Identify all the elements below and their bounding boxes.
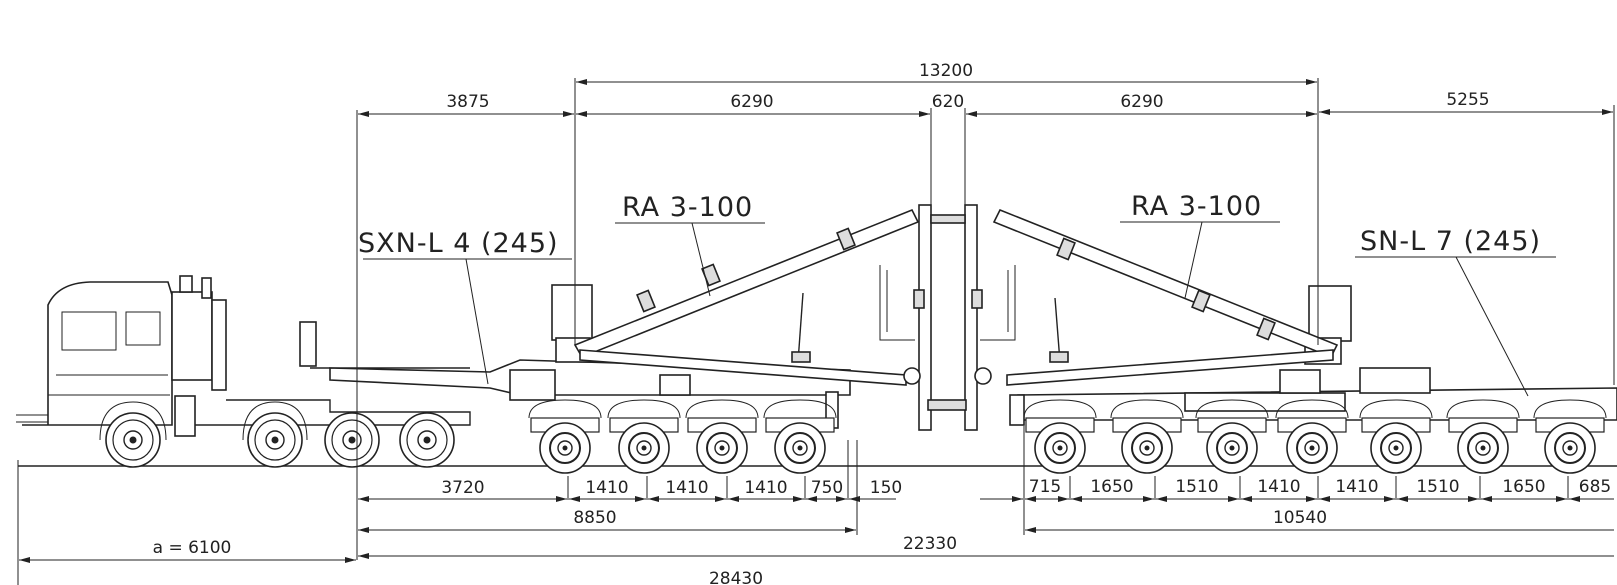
label-right-adapter: RA 3-100 [1131, 191, 1262, 222]
dim-axle-spacing: 1410 [1335, 477, 1378, 497]
dim-rear-overhang: 5255 [1446, 90, 1489, 110]
top-dimensions: 13200 3875 6290 620 6290 5255 [356, 61, 1615, 470]
dim-tractor-offset: a = 6100 [153, 538, 232, 558]
dim-left-arm: 6290 [730, 92, 773, 112]
dim-axle-spacing: 1510 [1175, 477, 1218, 497]
front-trailer-axle [528, 399, 602, 474]
front-trailer-axle [607, 399, 681, 474]
tractor-wheel [247, 412, 303, 468]
dim-axle-spacing: 3720 [441, 478, 484, 498]
adapter-bridge [573, 204, 1339, 431]
dim-axle-spacing: 1510 [1416, 477, 1459, 497]
bottom-dimensions: 3720 1410 1410 1410 750 150 715 1650 151… [17, 426, 1614, 585]
tractor-unit [16, 275, 471, 468]
dim-axle-spacing: 1410 [744, 478, 787, 498]
label-front-trailer: SXN-L 4 (245) [358, 228, 559, 259]
rear-trailer [1009, 285, 1617, 474]
tractor-wheel [324, 412, 380, 468]
dim-axle-spacing: 1650 [1090, 477, 1133, 497]
dim-axle-spacing: 1410 [1257, 477, 1300, 497]
dim-axle-spacing: 685 [1579, 477, 1611, 497]
dim-axle-spacing: 715 [1029, 477, 1061, 497]
label-left-adapter: RA 3-100 [622, 192, 753, 223]
dim-axle-spacing: 1410 [665, 478, 708, 498]
dim-rear-trailer-length: 10540 [1273, 508, 1327, 528]
dim-axle-spacing: 1650 [1502, 477, 1545, 497]
dim-axle-spacing: 1410 [585, 478, 628, 498]
label-rear-trailer: SN-L 7 (245) [1360, 226, 1541, 257]
tractor-wheel [399, 412, 455, 468]
front-trailer-axle [685, 399, 759, 474]
dim-axle-spacing: 750 [811, 478, 843, 498]
dim-axle-spacing: 150 [870, 478, 902, 498]
dim-front-trailer-length: 8850 [573, 508, 616, 528]
tractor-wheel [105, 412, 161, 468]
dim-right-arm: 6290 [1120, 92, 1163, 112]
dim-combined-length: 22330 [903, 534, 957, 554]
dim-front-overhang: 3875 [446, 92, 489, 112]
callouts: SXN-L 4 (245) RA 3-100 RA 3-100 SN-L 7 (… [358, 191, 1556, 397]
dim-overall-span: 13200 [919, 61, 973, 81]
dim-center-gap: 620 [932, 92, 964, 112]
dim-total-length: 28430 [709, 569, 763, 585]
